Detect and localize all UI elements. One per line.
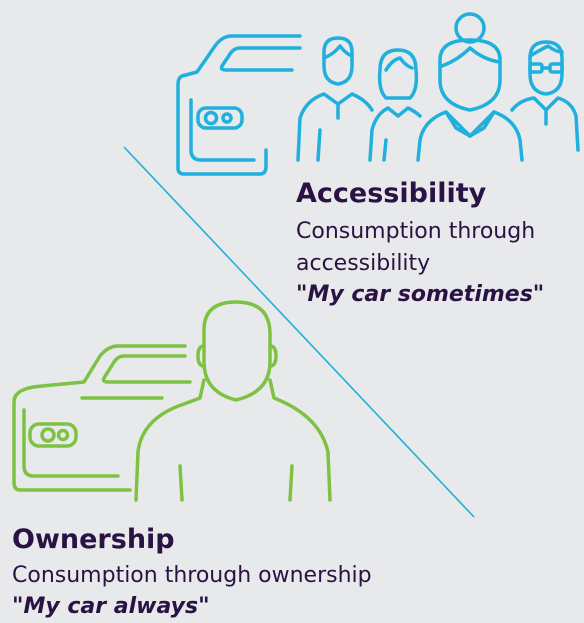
- ownership-description: Consumption through ownership: [12, 563, 372, 588]
- ownership-title: Ownership: [12, 524, 175, 555]
- ownership-quote: "My car always": [12, 594, 210, 619]
- people-group-icon: [296, 12, 580, 162]
- accessibility-section: Accessibility Consumption through access…: [296, 178, 544, 310]
- person-icon: [134, 300, 332, 502]
- accessibility-quote: "My car sometimes": [296, 282, 545, 307]
- ownership-section: Ownership Consumption through ownership …: [12, 524, 372, 622]
- accessibility-description-line2: accessibility: [296, 251, 431, 276]
- ownership-car-icon: [12, 344, 192, 492]
- accessibility-description-line1: Consumption through: [296, 219, 536, 244]
- divider-line: [123, 146, 475, 518]
- accessibility-title: Accessibility: [296, 178, 487, 209]
- accessibility-car-icon: [176, 34, 302, 176]
